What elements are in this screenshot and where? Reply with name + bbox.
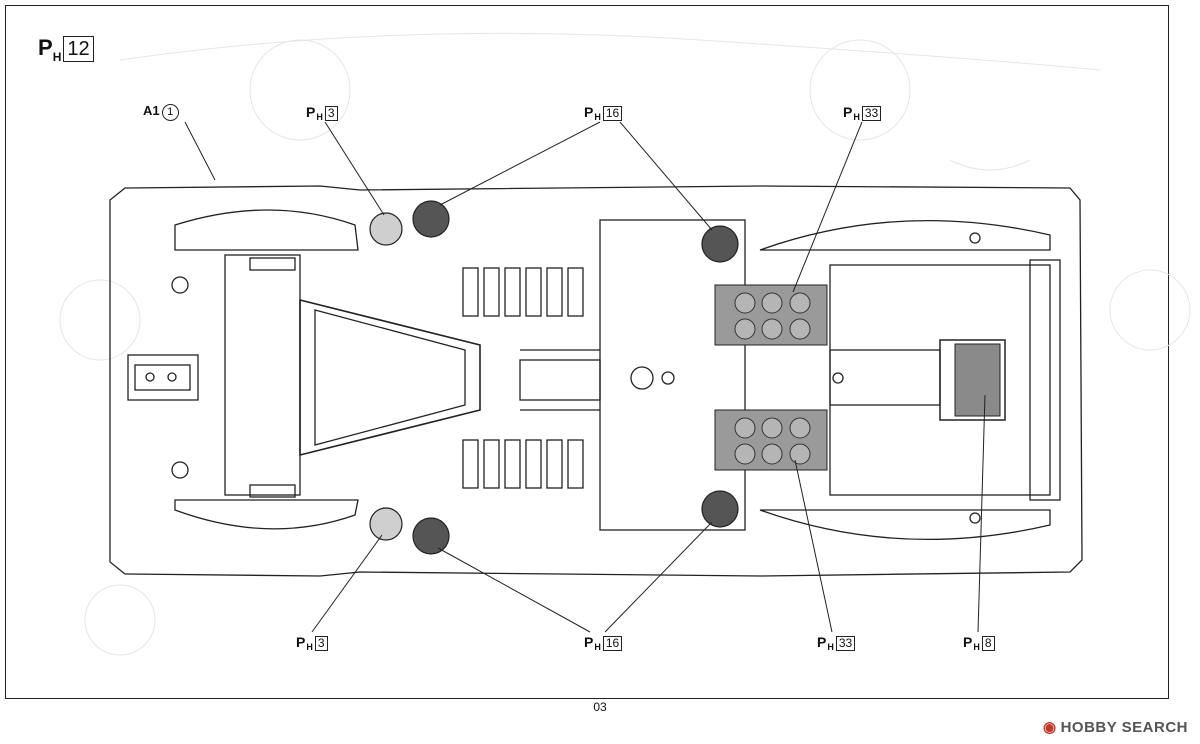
watermark: ◉HOBBY SEARCH: [1043, 718, 1188, 736]
step-sub: H: [52, 50, 62, 64]
label-num-box: 33: [835, 636, 856, 651]
label-num-box: 8: [981, 636, 995, 651]
label-h: H: [316, 112, 323, 122]
label-p: P: [817, 634, 827, 650]
label-num-box: 3: [314, 636, 328, 651]
page-number: 03: [593, 700, 607, 714]
step-number-box: 12: [63, 36, 94, 62]
label-p: P: [306, 104, 316, 120]
label-p: P: [843, 104, 853, 120]
label-h: H: [306, 642, 313, 652]
camera-icon: ◉: [1043, 719, 1057, 736]
label-h: H: [853, 112, 860, 122]
label-num-box: 16: [602, 636, 623, 651]
label-num-box: 16: [602, 106, 623, 121]
label-num-box: 33: [861, 106, 882, 121]
step-prefix: P: [38, 35, 53, 60]
label-h: H: [594, 112, 601, 122]
watermark-text: HOBBY SEARCH: [1060, 719, 1188, 736]
label-h: H: [594, 642, 601, 652]
label-p: P: [963, 634, 973, 650]
label-a1-num: 1: [161, 104, 179, 121]
page-frame: [5, 5, 1169, 699]
label-a1-part: A1: [143, 103, 160, 118]
label-p: P: [584, 634, 594, 650]
label-h: H: [827, 642, 834, 652]
label-p: P: [584, 104, 594, 120]
label-h: H: [973, 642, 980, 652]
label-p: P: [296, 634, 306, 650]
label-num-box: 3: [324, 106, 338, 121]
